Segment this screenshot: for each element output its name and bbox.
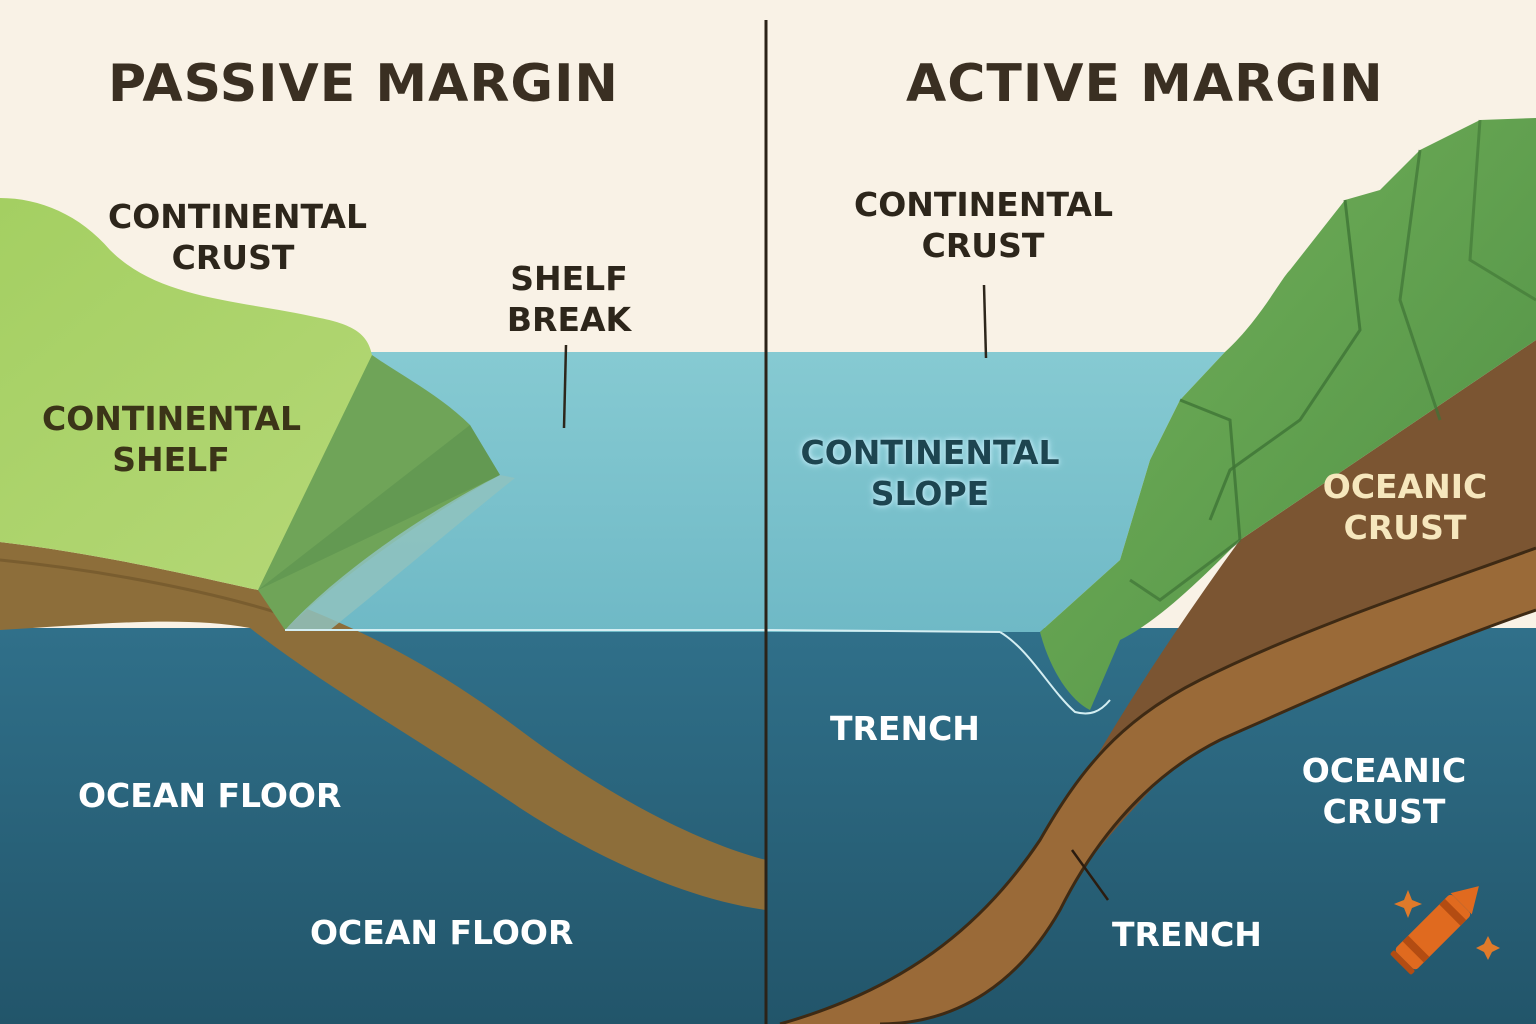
trench-label-1: TRENCH bbox=[830, 709, 980, 748]
active-subducting-plate bbox=[780, 548, 1536, 1024]
passive-sediment-layer bbox=[0, 542, 766, 910]
passive-margin-title: PASSIVE MARGIN bbox=[108, 54, 619, 114]
active-mountain-continental-crust bbox=[1040, 118, 1536, 710]
trench-leader bbox=[1070, 849, 1110, 901]
trench-label-2: TRENCH bbox=[1112, 915, 1262, 954]
crayon-icon bbox=[1390, 886, 1500, 975]
active-margin-title: ACTIVE MARGIN bbox=[906, 54, 1384, 114]
active-crust-leader bbox=[982, 284, 988, 359]
ocean-floor-label-1: OCEAN FLOOR bbox=[78, 776, 342, 815]
active-shallow-water bbox=[766, 352, 1225, 632]
shelf-break-leader bbox=[562, 344, 568, 429]
ocean-floor-label-2: OCEAN FLOOR bbox=[310, 913, 574, 952]
